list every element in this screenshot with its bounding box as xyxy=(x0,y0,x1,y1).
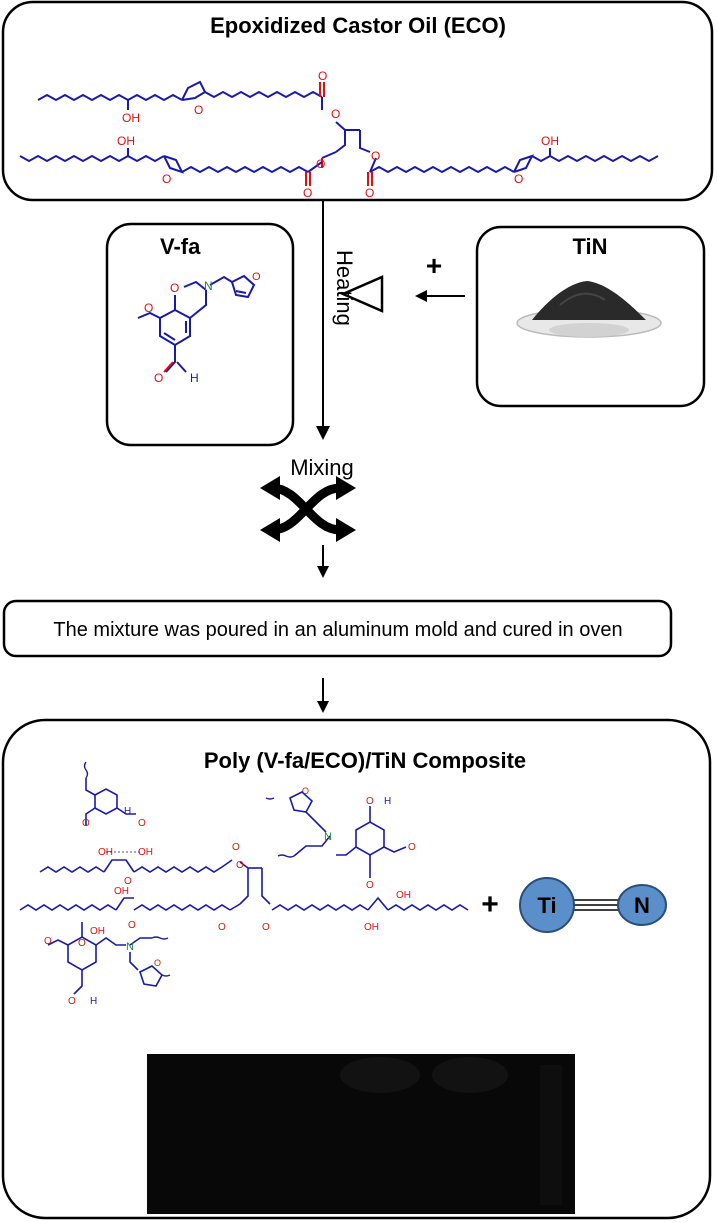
eco-glycerol xyxy=(321,121,371,168)
net-o-11: O xyxy=(154,958,161,968)
net-o-9: O xyxy=(78,938,86,949)
net-o-5: O xyxy=(236,860,244,871)
net-oh-3: OH xyxy=(114,886,129,897)
net-o-6: O xyxy=(128,920,136,931)
mixing-label: Mixing xyxy=(290,455,354,480)
net-oh-1: OH xyxy=(98,847,113,858)
net-o-12: O xyxy=(68,996,76,1007)
net-h-1: H xyxy=(124,806,131,817)
composite-wavy-ends xyxy=(83,761,295,977)
eco-ester-o-bottom-right: O xyxy=(371,149,380,163)
tin-title: TiN xyxy=(572,234,607,259)
net-h-2: H xyxy=(90,996,97,1007)
mixing-icon xyxy=(260,476,356,542)
net-oh-2: OH xyxy=(138,847,153,858)
eco-box: Epoxidized Castor Oil (ECO) OH O O O xyxy=(1,0,714,202)
ti-label: Ti xyxy=(537,893,556,918)
vfa-title: V-fa xyxy=(160,234,201,259)
eco-oh-bottom-left: OH xyxy=(117,134,135,148)
vfa-oxazine-o: O xyxy=(170,281,179,295)
process-step-text: The mixture was poured in an aluminum mo… xyxy=(53,619,622,641)
n-sphere xyxy=(617,884,667,926)
vfa-furan-o: O xyxy=(252,271,261,283)
vfa-aldehyde-h: H xyxy=(190,371,199,385)
net-h-3: H xyxy=(384,796,391,807)
net-o-16: O xyxy=(302,786,309,796)
net-o-2: O xyxy=(138,818,146,829)
net-n-2: N xyxy=(324,831,332,843)
composite-plus-sign: + xyxy=(481,888,499,921)
vfa-methoxy-o: O xyxy=(144,301,153,315)
net-o-10: O xyxy=(44,936,52,947)
net-o-13: O xyxy=(366,796,374,807)
vfa-structure xyxy=(137,274,256,373)
cure-arrow xyxy=(317,678,329,713)
eco-top-chain xyxy=(37,80,325,110)
tin-molecule xyxy=(519,877,667,933)
composite-network xyxy=(19,778,469,995)
eco-ester-o-top: O xyxy=(331,107,340,121)
net-oh-6: OH xyxy=(396,890,411,901)
net-o-3: O xyxy=(124,876,132,887)
net-oh-4: OH xyxy=(90,926,105,937)
ti-sphere xyxy=(519,877,575,933)
eco-carbonyl-o-bottom-left: O xyxy=(303,186,312,200)
eco-carbonyl-o-bottom-right: O xyxy=(365,186,374,200)
composite-title: Poly (V-fa/ECO)/TiN Composite xyxy=(204,748,526,773)
eco-epoxide-o-bottom-right: O xyxy=(514,172,523,186)
eco-epoxide-o-top: O xyxy=(194,103,203,117)
mixing-arrow xyxy=(317,545,329,578)
eco-oh-bottom-right: OH xyxy=(541,134,559,148)
vfa-box: V-fa O N O O O H xyxy=(105,222,295,447)
net-o-14: O xyxy=(408,842,416,853)
plus-sign-tin: + xyxy=(426,250,442,281)
eco-bottom-right-chain xyxy=(367,148,659,186)
net-oh-5: OH xyxy=(364,922,379,933)
net-o-4: O xyxy=(232,842,240,853)
eco-title: Epoxidized Castor Oil (ECO) xyxy=(210,13,506,38)
process-step-box: The mixture was poured in an aluminum mo… xyxy=(2,599,673,658)
net-o-7: O xyxy=(218,922,226,933)
n-label: N xyxy=(634,893,650,918)
tin-arrow xyxy=(415,290,465,302)
eco-epoxide-o-bottom-left: O xyxy=(162,172,171,186)
net-o-1: O xyxy=(82,818,90,829)
net-o-15: O xyxy=(366,880,374,891)
eco-carbonyl-o-top: O xyxy=(318,69,327,83)
eco-oh-top: OH xyxy=(122,111,140,125)
tin-powder-image xyxy=(516,281,662,338)
eco-ester-o-bottom-left: O xyxy=(316,157,325,171)
eco-bottom-left-chain xyxy=(19,148,323,186)
vfa-aldehyde-o: O xyxy=(154,371,163,385)
tin-box: TiN xyxy=(475,225,706,408)
heat-symbol xyxy=(339,275,384,313)
composite-box: Poly (V-fa/ECO)/TiN Composite xyxy=(1,718,712,1220)
net-o-8: O xyxy=(262,922,270,933)
composite-sample-photo xyxy=(147,1054,575,1214)
heating-label: Heating xyxy=(332,250,357,326)
heating-arrow xyxy=(316,200,330,440)
net-n-1: N xyxy=(126,941,134,953)
vfa-n: N xyxy=(204,279,213,293)
